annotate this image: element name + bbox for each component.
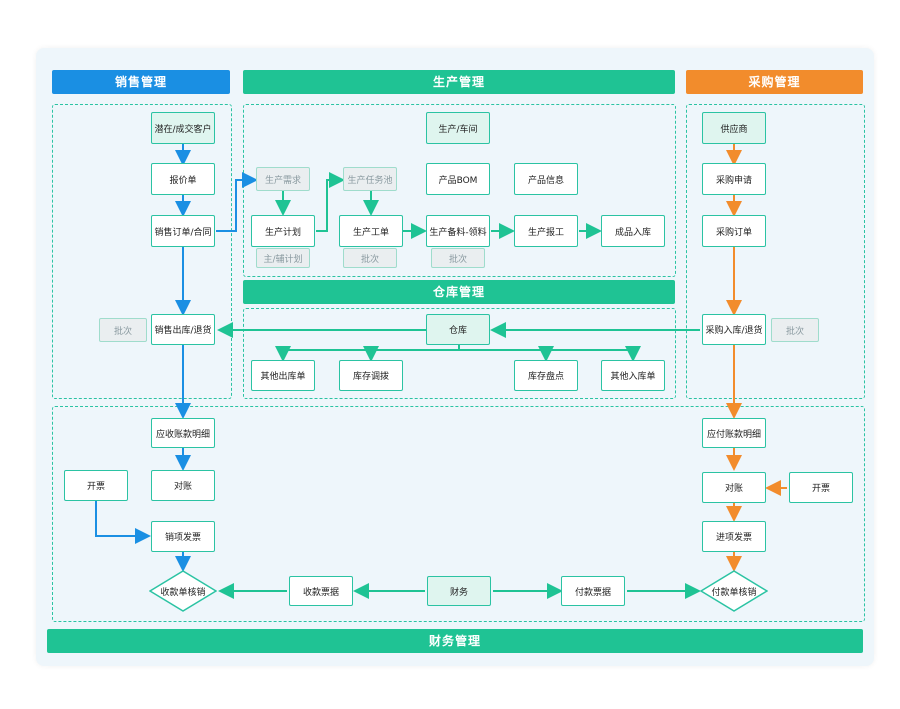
production-header: 生产管理 (243, 70, 675, 94)
sales-order-node[interactable]: 销售订单/合同 (151, 215, 215, 247)
receivable-node[interactable]: 应收账款明细 (151, 418, 215, 448)
sales-outbound-node[interactable]: 销售出库/退货 (151, 314, 215, 345)
material-node[interactable]: 生产备料-领料 (426, 215, 490, 247)
sales-batch-tag: 批次 (99, 318, 147, 342)
purchase-request-node[interactable]: 采购申请 (702, 163, 766, 195)
production-demand-node[interactable]: 生产需求 (256, 167, 310, 191)
supplier-node[interactable]: 供应商 (702, 112, 766, 144)
payment-verify-node[interactable]: 付款单核销 (699, 570, 769, 612)
receipt-verify-node[interactable]: 收款单核销 (148, 570, 218, 612)
bom-node[interactable]: 产品BOM (426, 163, 490, 195)
report-node[interactable]: 生产报工 (514, 215, 578, 247)
production-region (243, 104, 676, 277)
production-plan-node[interactable]: 生产计划 (251, 215, 315, 247)
other-inbound-node[interactable]: 其他入库单 (601, 360, 665, 391)
payment-verify-diamond (699, 570, 769, 612)
receipt-verify-diamond (148, 570, 218, 612)
finance-node[interactable]: 财务 (427, 576, 491, 606)
stocktake-node[interactable]: 库存盘点 (514, 360, 578, 391)
reconcile-right-node[interactable]: 对账 (702, 472, 766, 503)
purchase-inbound-node[interactable]: 采购入库/退货 (702, 314, 766, 345)
receipt-verify-label: 收款单核销 (160, 587, 206, 598)
warehouse-region (243, 308, 676, 399)
purchase-header: 采购管理 (686, 70, 863, 94)
finance-region (52, 406, 865, 622)
payment-bill-node[interactable]: 付款票据 (561, 576, 625, 606)
sales-region (52, 104, 232, 399)
reconcile-left-node[interactable]: 对账 (151, 470, 215, 501)
purchase-invoice-node[interactable]: 进项发票 (702, 521, 766, 552)
quote-node[interactable]: 报价单 (151, 163, 215, 195)
sales-header: 销售管理 (52, 70, 230, 94)
warehouse-header: 仓库管理 (243, 280, 675, 304)
other-outbound-node[interactable]: 其他出库单 (251, 360, 315, 391)
stock-transfer-node[interactable]: 库存调拨 (339, 360, 403, 391)
work-order-batch-tag: 批次 (343, 248, 397, 268)
finished-inbound-node[interactable]: 成品入库 (601, 215, 665, 247)
invoice-left-node[interactable]: 开票 (64, 470, 128, 501)
main-aux-plan-tag: 主/辅计划 (256, 248, 310, 268)
payment-verify-label: 付款单核销 (711, 587, 757, 598)
invoice-right-node[interactable]: 开票 (789, 472, 853, 503)
warehouse-node[interactable]: 仓库 (426, 314, 490, 345)
task-pool-node[interactable]: 生产任务池 (343, 167, 397, 191)
material-batch-tag: 批次 (431, 248, 485, 268)
receipt-bill-node[interactable]: 收款票据 (289, 576, 353, 606)
customer-node[interactable]: 潜在/成交客户 (151, 112, 215, 144)
purchase-region (686, 104, 865, 399)
workshop-node[interactable]: 生产/车间 (426, 112, 490, 144)
work-order-node[interactable]: 生产工单 (339, 215, 403, 247)
finance-header: 财务管理 (47, 629, 863, 653)
purchase-batch-tag: 批次 (771, 318, 819, 342)
sales-invoice-node[interactable]: 销项发票 (151, 521, 215, 552)
purchase-order-node[interactable]: 采购订单 (702, 215, 766, 247)
product-info-node[interactable]: 产品信息 (514, 163, 578, 195)
payable-node[interactable]: 应付账款明细 (702, 418, 766, 448)
